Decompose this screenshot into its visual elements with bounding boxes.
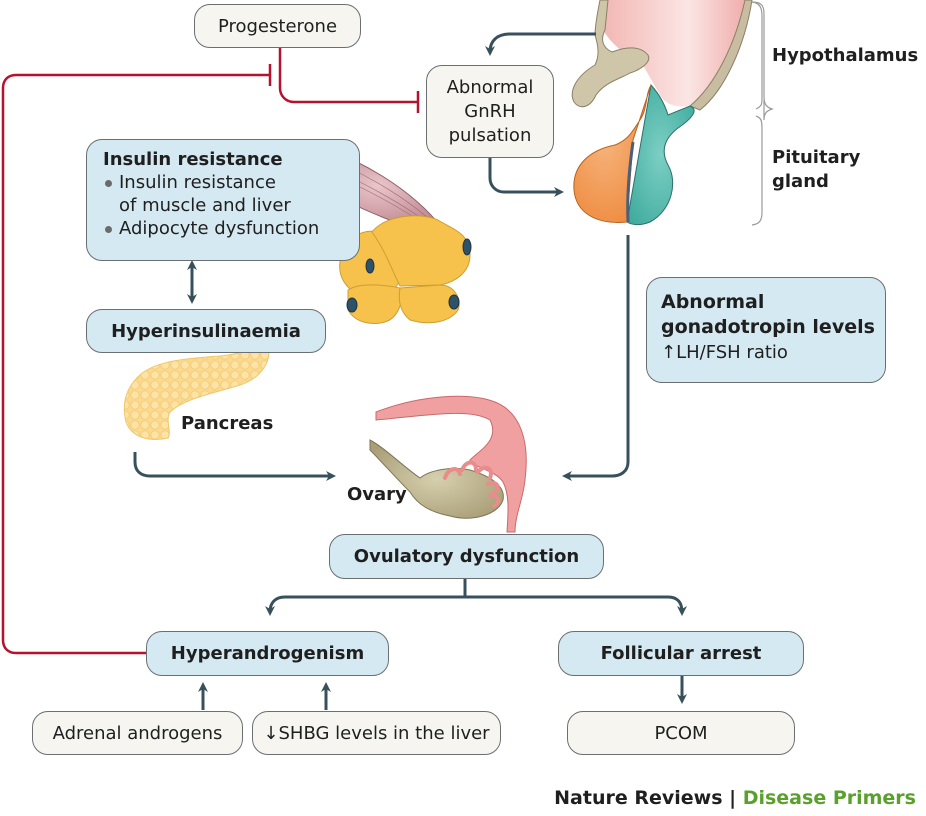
progesterone-inhibits-gnrh: [278, 48, 418, 104]
anatomy-brackets: [751, 1, 774, 226]
pcom-node: PCOM: [567, 711, 795, 755]
inhibitory-connectors: [1, 48, 420, 655]
shbg-label: ↓SHBG levels in the liver: [263, 722, 490, 744]
hyperinsulinaemia-node: Hyperinsulinaemia: [86, 309, 326, 353]
hypothalamus-label: Hypothalamus: [772, 45, 919, 66]
ovulatory-to-hyperandrogenism-arrow: [265, 595, 465, 616]
bullet-icon: [105, 226, 112, 233]
credit-separator: |: [722, 787, 743, 809]
gnrh-label-line-1: Abnormal: [446, 76, 534, 98]
insulin-resistance-item-2-line-1: Adipocyte dysfunction: [119, 218, 320, 239]
series-label: Disease Primers: [742, 787, 916, 809]
progesterone-label: Progesterone: [217, 15, 338, 37]
hyperandrogenism-node: Hyperandrogenism: [146, 631, 389, 676]
follicular-arrest-node: Follicular arrest: [558, 631, 804, 676]
ovary-illustration: [369, 395, 527, 533]
ovulatory-dysfunction-node: Ovulatory dysfunction: [329, 534, 604, 579]
brain-hypothalamus-pituitary-illustration: [571, 0, 753, 226]
follicular-arrest-label: Follicular arrest: [600, 643, 762, 664]
arrow-connectors: [133, 32, 687, 710]
insulin-resistance-title: Insulin resistance: [103, 149, 283, 170]
pancreas-to-ovary-arrow: [133, 452, 336, 481]
gonadotropin-node: Abnormal gonadotropin levels ↑LH/FSH rat…: [646, 277, 886, 383]
gonadotropin-title-line-1: Abnormal: [661, 291, 765, 313]
lh-fsh-ratio-label: ↑LH/FSH ratio: [661, 342, 788, 363]
insulin-resistance-item-1-line-2: of muscle and liver: [119, 195, 291, 216]
bullet-icon: [105, 180, 112, 187]
insulin-resistance-item: Insulin resistance of muscle and liver: [103, 171, 291, 217]
publisher-label: Nature Reviews: [554, 787, 723, 809]
pancreas-label: Pancreas: [181, 413, 274, 434]
ovulatory-to-follicular-arrest-arrow: [465, 595, 687, 616]
insulin-resistance-item-1-line-1: Insulin resistance: [119, 172, 276, 193]
gnrh-to-pituitary-arrow: [488, 158, 564, 197]
hyperandrogenism-inhibits-progesterone: [1, 73, 270, 655]
pituitary-label-line-1: Pituitary: [772, 147, 861, 168]
pcom-label: PCOM: [654, 722, 708, 744]
ovulatory-dysfunction-label: Ovulatory dysfunction: [353, 546, 580, 567]
gnrh-label-line-3: pulsation: [448, 124, 532, 146]
adrenal-androgens-label: Adrenal androgens: [52, 722, 223, 744]
gnrh-label-line-2: GnRH: [464, 100, 516, 122]
pituitary-to-ovary-arrow: [562, 235, 630, 481]
shbg-node: ↓SHBG levels in the liver: [252, 711, 501, 755]
pancreas-illustration: [123, 345, 270, 440]
hyperinsulinaemia-label: Hyperinsulinaemia: [111, 320, 301, 342]
insulin-resistance-node: Insulin resistance Insulin resistance of…: [86, 139, 360, 261]
pituitary-label: Pituitary gland: [772, 146, 860, 194]
hypothalamus-to-gnrh-arrow: [485, 32, 596, 56]
gonadotropin-title-line-2: gonadotropin levels: [661, 316, 875, 338]
pituitary-label-line-2: gland: [772, 171, 829, 192]
ovary-label: Ovary: [347, 484, 407, 505]
publication-credit: Nature Reviews | Disease Primers: [554, 787, 916, 809]
gnrh-node: Abnormal GnRH pulsation: [426, 65, 554, 158]
insulin-resistance-item: Adipocyte dysfunction: [103, 217, 319, 240]
progesterone-node: Progesterone: [194, 4, 361, 48]
hyperandrogenism-label: Hyperandrogenism: [170, 643, 365, 664]
adrenal-androgens-node: Adrenal androgens: [32, 711, 243, 755]
